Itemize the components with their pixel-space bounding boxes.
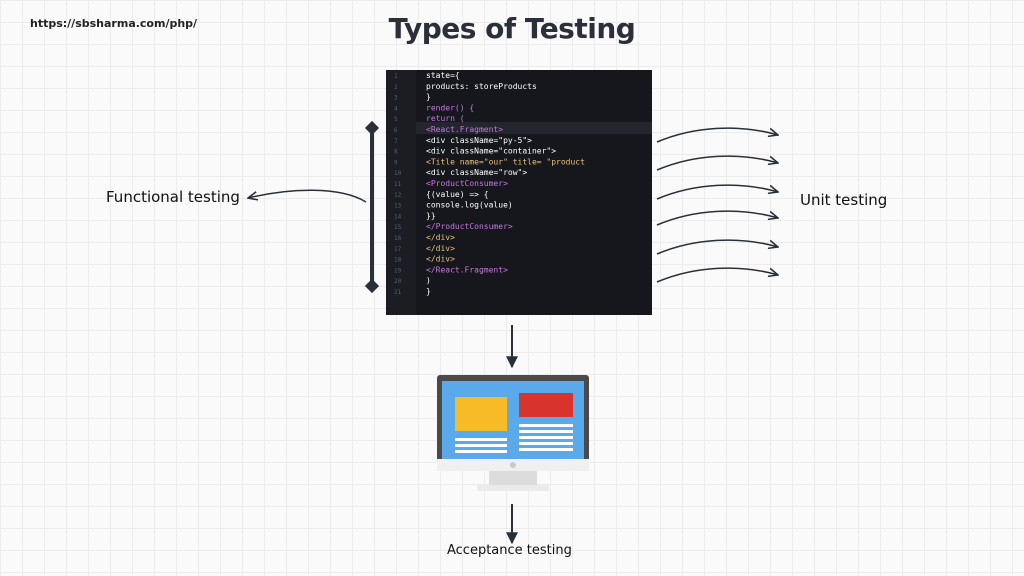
code-line: } — [426, 93, 431, 102]
code-line: </div> — [426, 233, 455, 242]
code-line: <Title name="our" title= "product — [426, 157, 585, 166]
code-line-number: 5 — [394, 116, 398, 123]
functional-range-bar — [364, 120, 380, 294]
code-line-number: 10 — [394, 170, 402, 177]
code-screenshot: 1 state={ 2 products: storeProducts 3} 4 rend… — [386, 70, 652, 315]
code-line: </div> — [426, 255, 455, 264]
code-line-number: 2 — [394, 84, 398, 91]
source-url[interactable]: https://sbsharma.com/php/ — [30, 17, 198, 30]
unit-arrow — [656, 267, 778, 283]
code-line: <div className="row"> — [426, 168, 527, 177]
acceptance-testing-label: Acceptance testing — [447, 543, 572, 558]
code-line: <React.Fragment> — [426, 125, 503, 134]
code-line: }} — [426, 211, 436, 220]
code-line-number: 20 — [394, 278, 402, 285]
code-line-number: 1 — [394, 73, 398, 80]
unit-arrow — [656, 155, 778, 171]
code-editor-image: 1 state={ 2 products: storeProducts 3} 4 rend… — [386, 70, 652, 315]
code-line-number: 14 — [394, 213, 402, 220]
monitor-icon — [437, 375, 589, 491]
code-line: <div className="py-5"> — [426, 136, 532, 145]
code-line-number: 18 — [394, 257, 402, 264]
code-line-number: 8 — [394, 149, 398, 156]
unit-arrow — [656, 127, 778, 143]
code-line-number: 4 — [394, 105, 398, 112]
code-line: ) — [426, 276, 431, 285]
code-line-number: 3 — [394, 95, 398, 102]
unit-arrows — [656, 127, 778, 283]
code-line: } — [426, 287, 431, 296]
code-line-number: 13 — [394, 203, 402, 210]
functional-testing-label: Functional testing — [106, 188, 240, 206]
code-line-number: 16 — [394, 235, 402, 242]
code-line-number: 15 — [394, 224, 402, 231]
code-line: </div> — [426, 244, 455, 253]
code-line-number: 6 — [394, 127, 398, 134]
monitor-illustration — [437, 375, 589, 500]
code-line-number: 9 — [394, 159, 398, 166]
code-line: <ProductConsumer> — [426, 179, 508, 188]
unit-arrow — [656, 184, 778, 200]
code-line-number: 21 — [394, 289, 402, 296]
page-title: Types of Testing — [388, 12, 636, 45]
code-line-number: 11 — [394, 181, 402, 188]
code-line: {(value) => { — [426, 190, 489, 199]
code-line: render() { — [426, 103, 474, 112]
code-line: return ( — [426, 114, 465, 123]
code-line-number: 19 — [394, 267, 402, 274]
code-line: </React.Fragment> — [426, 265, 508, 274]
code-line: <div className="container"> — [426, 147, 556, 156]
code-line-number: 17 — [394, 246, 402, 253]
code-line: console.log(value) — [426, 201, 513, 210]
unit-arrow — [656, 239, 778, 255]
code-line: state={ — [426, 71, 460, 80]
functional-arrow — [248, 189, 367, 203]
code-line-number: 7 — [394, 138, 398, 145]
code-line: products: storeProducts — [426, 82, 537, 91]
unit-testing-label: Unit testing — [800, 191, 888, 209]
unit-arrow — [656, 210, 778, 226]
code-line: </ProductConsumer> — [426, 222, 513, 231]
code-line-number: 12 — [394, 192, 402, 199]
